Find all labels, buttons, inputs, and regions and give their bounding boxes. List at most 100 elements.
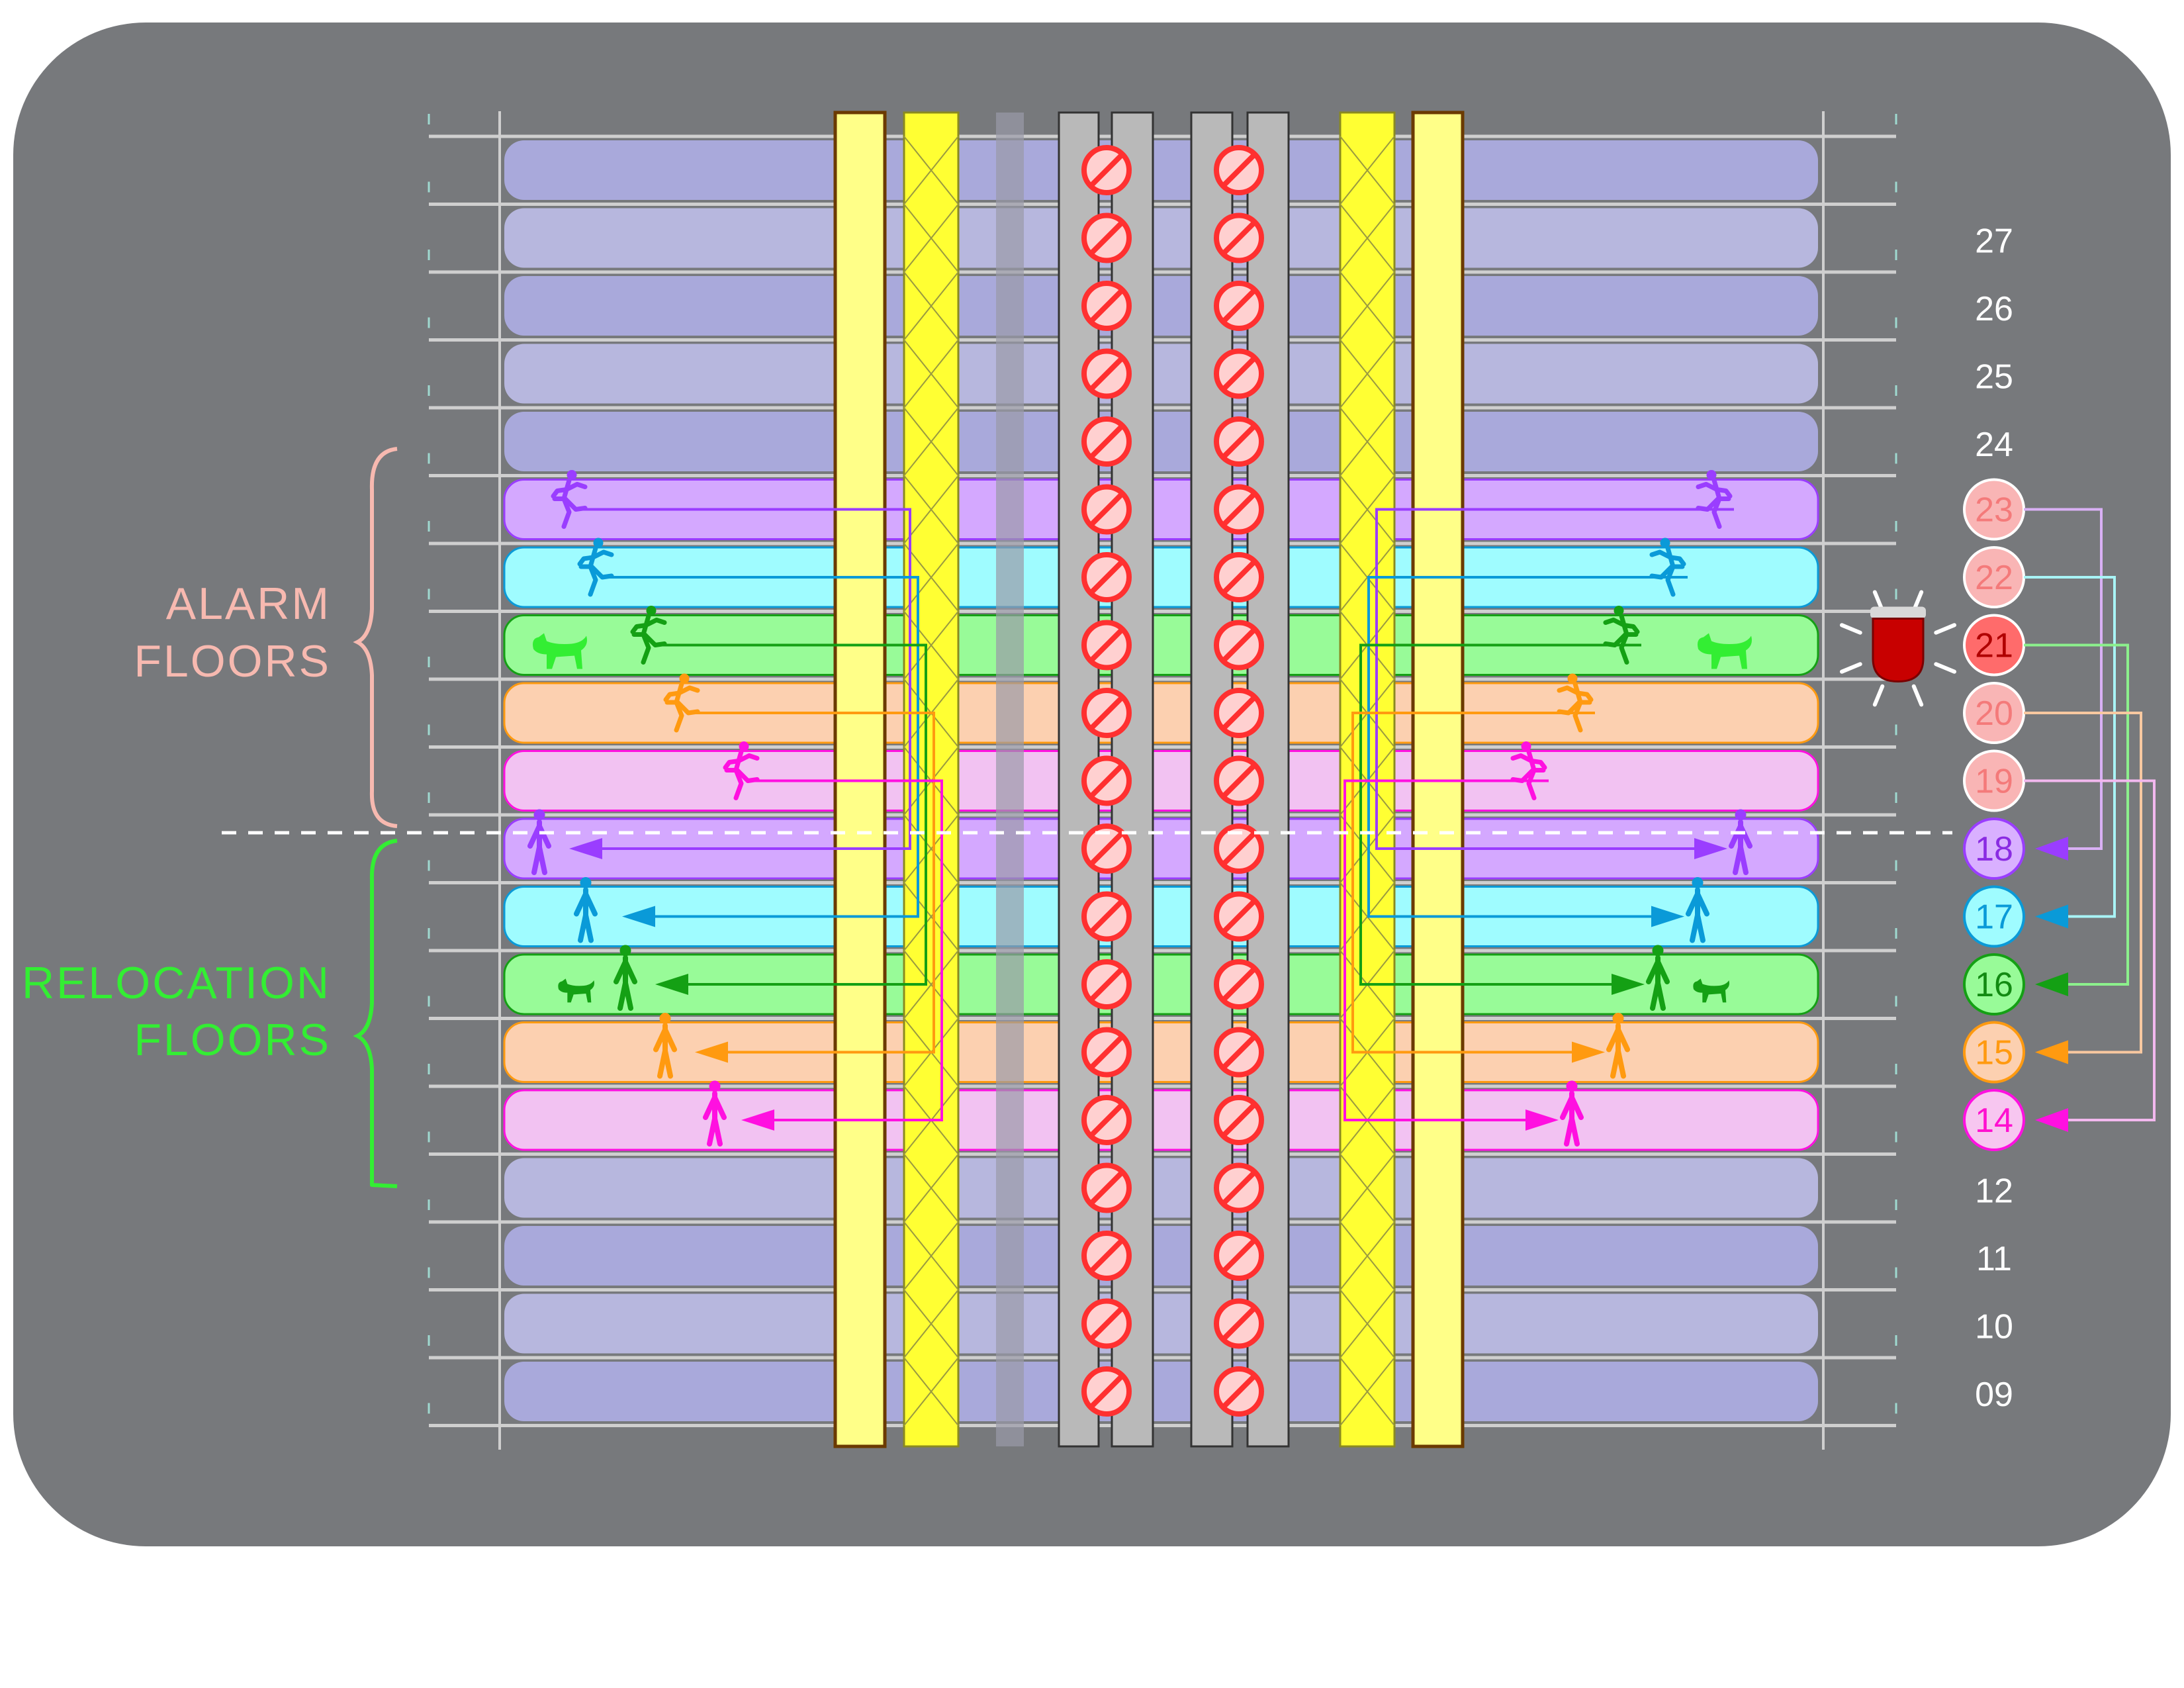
evacuation-route-left [602, 576, 919, 918]
evacuation-route-right [1367, 576, 1688, 918]
no-entry-icon [1084, 352, 1129, 397]
evacuation-route-right [1359, 643, 1641, 986]
floor-number: 10 [1975, 1308, 2013, 1346]
badge-route-arrowhead [2035, 904, 2068, 929]
stair-flight [1340, 1289, 1395, 1358]
beacon-cap [1870, 606, 1926, 619]
stair-flight [903, 1289, 959, 1358]
floor-badge [1963, 885, 2025, 948]
stair-flight [903, 475, 959, 544]
no-entry-icon [1084, 419, 1129, 464]
no-entry-icon [1216, 419, 1261, 464]
stair-flight [903, 407, 959, 477]
no-entry-icon [1216, 1098, 1261, 1143]
route-arrowhead [741, 1109, 774, 1131]
stair-flight [903, 271, 959, 341]
evacuation-route-left [576, 508, 911, 850]
floor-band [503, 953, 1819, 1015]
floor-band [503, 750, 1819, 812]
floor-band [504, 344, 1818, 404]
floor-badge [1963, 953, 2025, 1015]
floor-band [503, 682, 1819, 744]
floor-number: 27 [1975, 222, 2013, 261]
no-entry-icon [1216, 216, 1261, 261]
no-entry-icon [1084, 283, 1129, 328]
no-entry-icon [1084, 690, 1129, 735]
no-entry-icon [1084, 623, 1129, 668]
floor-number: 25 [1975, 358, 2013, 397]
no-entry-icon [1216, 352, 1261, 397]
no-entry-icon [1084, 1301, 1129, 1346]
alarm-label-line1: ALARM [166, 579, 331, 629]
floor-number: 09 [1975, 1376, 2013, 1414]
floor-band [504, 1226, 1818, 1286]
stair-flight [903, 610, 959, 680]
no-entry-icon [1084, 555, 1129, 600]
no-entry-icon [1084, 1233, 1129, 1278]
floor-band [503, 614, 1819, 676]
stair-flight [1340, 1357, 1395, 1427]
stair-flight [1340, 1153, 1395, 1223]
evacuation-route-left [748, 779, 943, 1121]
floor-badge [1963, 1089, 2025, 1151]
floor-number: 15 [1975, 1034, 2013, 1072]
floor-bands [503, 140, 1819, 1421]
evacuation-route-left [688, 712, 935, 1054]
stair-flight [903, 203, 959, 273]
no-entry-icon [1216, 555, 1261, 600]
stair-flight [1340, 407, 1395, 477]
occupant-routes [530, 471, 1752, 1145]
relocation-floors-label: RELOCATION FLOORS [22, 958, 329, 1065]
alarm-floors-brace [353, 447, 398, 828]
no-entry-icon [1216, 148, 1261, 193]
floor-band [503, 546, 1819, 608]
floor-number: 22 [1975, 559, 2013, 597]
no-entry-icon [1084, 759, 1129, 804]
badge-route [2024, 508, 2103, 850]
badge-route-arrowhead [2035, 1108, 2068, 1132]
no-entry-icon [1084, 962, 1129, 1007]
route-arrowhead [1525, 1109, 1559, 1131]
floor-band [504, 140, 1818, 200]
no-entry-icon [1084, 1098, 1129, 1143]
floor-band [503, 479, 1819, 540]
floor-band [504, 1293, 1818, 1354]
stair-flight [1340, 136, 1395, 205]
badge-route-arrowhead [2035, 837, 2068, 861]
floor-band [504, 1362, 1818, 1421]
no-entry-icon [1216, 1166, 1261, 1211]
stair-flight [903, 339, 959, 408]
beacon-ray [1840, 623, 1862, 635]
no-entry-icon [1084, 1369, 1129, 1414]
building-core [833, 111, 1465, 1448]
badge-route [2024, 576, 2116, 918]
fire-alarm-beacon-icon [1840, 590, 1956, 707]
no-entry-icon [1216, 1030, 1261, 1075]
floor-badge [1963, 1021, 2025, 1084]
floor-band [503, 886, 1819, 947]
beacon-ray [1911, 684, 1924, 707]
stair-flight [903, 1357, 959, 1427]
stair-flight [903, 1153, 959, 1223]
floor-number: 20 [1975, 694, 2013, 733]
no-entry-icon [1084, 894, 1129, 939]
stair-flight [1340, 475, 1395, 544]
alarm-label-line2: FLOORS [134, 636, 331, 686]
route-arrowhead [1651, 906, 1684, 927]
no-entry-icon [1084, 216, 1129, 261]
beacon-dome [1872, 618, 1925, 683]
no-entry-icon [1216, 1369, 1261, 1414]
stair-flight [1340, 339, 1395, 408]
route-arrowhead [1572, 1041, 1605, 1063]
no-entry-icon [1216, 487, 1261, 532]
floor-band [504, 1158, 1818, 1218]
floor-number: 16 [1975, 966, 2013, 1004]
evacuation-route-right [1343, 779, 1549, 1121]
stair-flight [903, 882, 959, 951]
no-entry-icon [1084, 148, 1129, 193]
beacon-ray [1840, 662, 1862, 674]
route-arrowhead [569, 838, 602, 859]
beacon-ray [1872, 684, 1885, 707]
stair-flight [903, 814, 959, 884]
floor-number: 24 [1975, 426, 2013, 464]
